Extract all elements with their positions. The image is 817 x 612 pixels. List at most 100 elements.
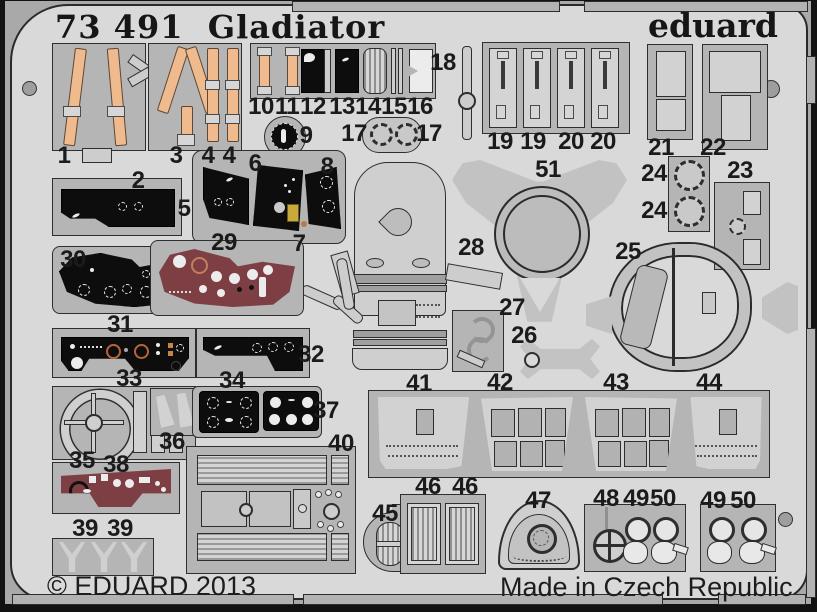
window-pane [491,409,515,437]
cowl-tab-right [762,282,798,334]
narrow-panel [293,489,311,529]
part-label: 14 [355,93,381,120]
part-label: 48 [593,485,619,512]
part-50-blob [651,541,677,564]
lever-part [174,392,194,428]
window-pane [649,440,669,467]
part-label: 47 [525,487,551,514]
panel-window [719,409,737,435]
part-15-strip [398,48,403,94]
arch-dial [533,530,549,546]
part-21-lower [656,99,686,131]
dial-hole [263,265,273,275]
seat-nub [412,258,430,268]
part-label: 10 [248,93,274,120]
part-label: 11 [274,93,300,120]
window-pane [598,441,621,467]
dot [161,487,166,492]
radiator-grille [445,503,479,565]
pedal-detail [599,51,611,59]
part-26-eye [524,352,540,368]
seatbelt-strap [63,47,87,147]
part-label: 17 [341,120,367,147]
part-label: 42 [487,369,513,396]
part-49-blob [707,541,732,564]
plate-panels-34-37 [192,386,322,438]
part-label: 28 [458,234,484,261]
dot-hole [298,504,307,513]
part-label: 1 [57,142,71,169]
cowl-detail [702,292,716,314]
part-label: 39 [107,515,133,542]
part-45-grille [376,522,404,566]
window-pane [520,441,543,467]
pedal-detail [530,105,540,119]
gear-wheel [674,160,705,191]
part-label: 20 [558,128,584,155]
dot-hole [337,521,344,528]
instrument-dial [134,202,143,211]
part-label: 31 [107,311,133,338]
dial-hole [302,397,313,408]
part-label: 8 [320,153,334,180]
part-50-ring [653,517,679,543]
pedal-detail [564,105,574,119]
dial-ring [191,257,208,274]
grille-slats [411,507,437,561]
rivet-curve [512,550,566,562]
etched-mark [341,56,350,63]
part-42-frame [481,397,573,471]
dial-hole [217,289,225,297]
seat-band [353,339,447,346]
frame-rail-bottom-1 [12,594,294,605]
plate-row-41-44 [368,390,770,478]
window-pane [494,441,517,467]
dot [155,481,160,486]
part-label: 4 [222,142,236,169]
dial-hole [269,414,280,425]
wheel-spoke [596,544,624,547]
window-pane [545,440,565,467]
instrument-dial [118,202,127,211]
part-label: 7 [292,230,306,257]
dot [70,344,75,349]
pedal-detail [497,51,509,59]
dial-hole [229,273,240,284]
strap-foot-part [82,148,112,163]
strap-buckle [257,86,272,95]
part-label: 44 [696,369,722,396]
plate-part-22 [702,44,768,150]
panel-37-black [263,391,319,431]
dots-row [80,346,102,350]
panel-29-maroon [159,249,295,307]
pedal-part [591,48,619,128]
catalog-title: 73 491 Gladiator [55,8,385,46]
part-label: 46 [415,473,441,500]
arch-ring [527,524,557,554]
part-label: 19 [520,128,546,155]
part-49-ring [709,517,735,543]
radiator-grille [407,503,441,565]
part-41-panel [377,397,470,469]
etched-mark [225,176,234,183]
slat-panel [197,533,327,561]
window-pane [518,408,542,437]
seatbelt-strap [287,53,298,89]
etched-mark [213,344,223,351]
dot-hole [317,521,324,528]
instrument-dial [240,416,252,428]
black-knob [171,361,181,371]
part-label: 2 [131,167,145,194]
pedal-part [523,48,551,128]
part-21-upper [656,51,686,97]
part-label: 34 [219,367,245,394]
rivet-row [697,455,757,459]
dot [156,351,160,355]
part-label: 38 [103,451,129,478]
instrument-dial [104,286,116,298]
part-label: 24 [641,160,667,187]
pedal-detail [565,51,577,59]
part-50-ring [741,517,767,543]
strap-buckle [225,114,240,124]
part-23-slot [743,239,761,265]
